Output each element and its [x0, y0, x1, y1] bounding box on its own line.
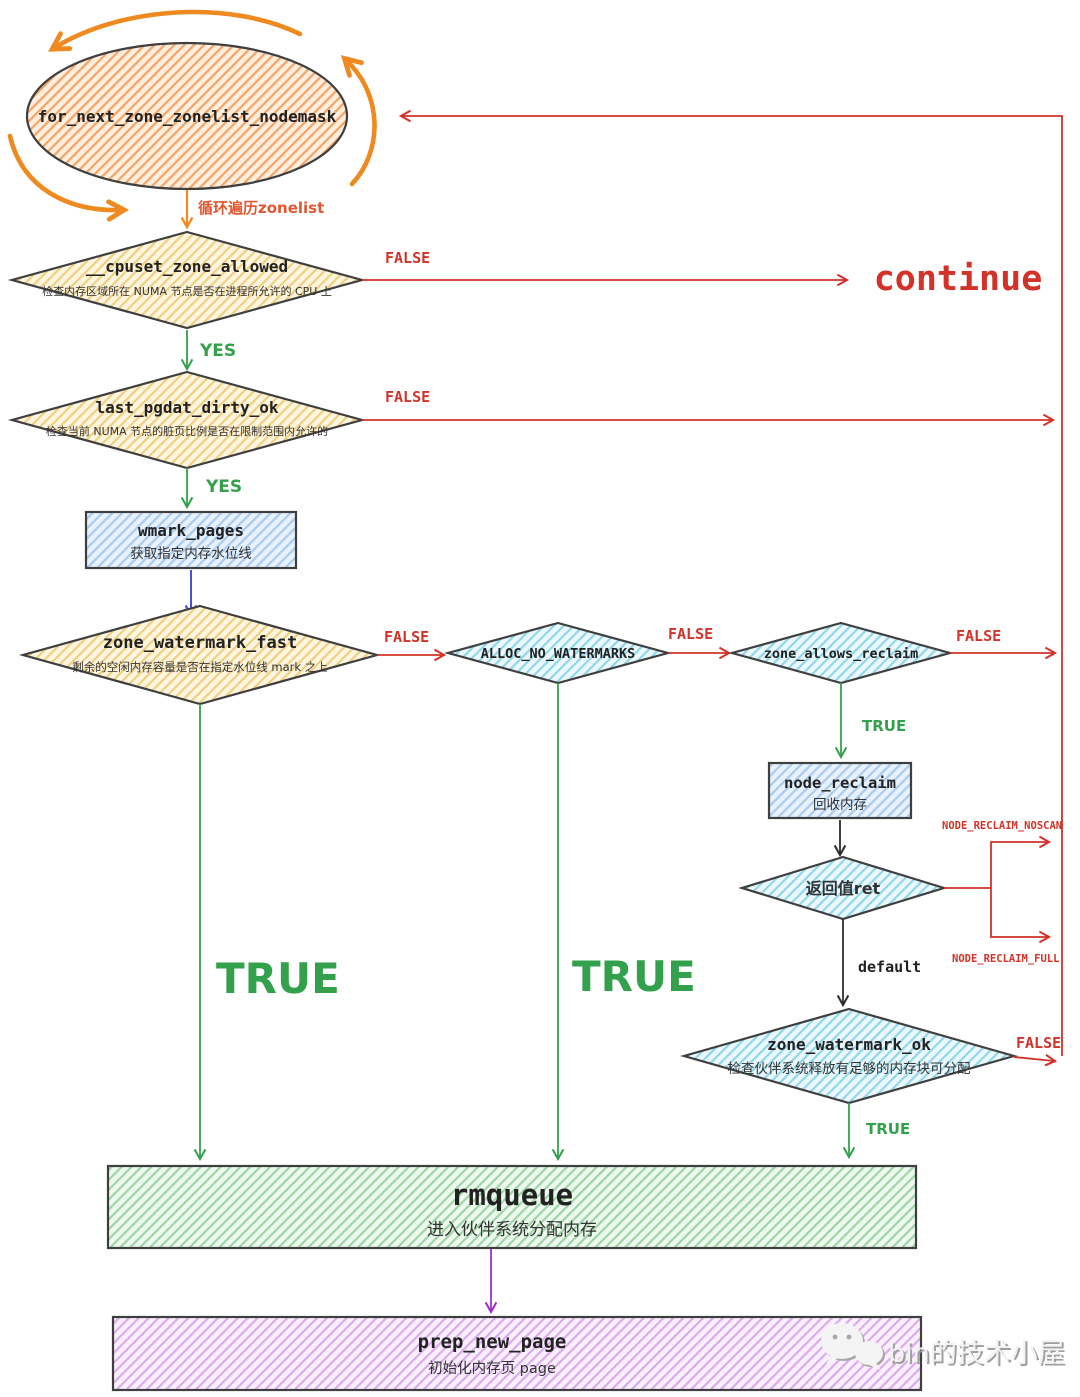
zone-allows-reclaim-title: zone_allows_reclaim	[764, 646, 918, 662]
last-pgdat-title: last_pgdat_dirty_ok	[95, 398, 278, 417]
loop-ellipse-label: for_next_zone_zonelist_nodemask	[38, 107, 337, 126]
watermark-text-shadow: bin的技术小屋	[890, 1340, 1067, 1371]
last-pgdat-diamond	[7, 370, 367, 470]
node-wmark-pages: wmark_pages 获取指定内存水位线	[84, 510, 298, 570]
prep-new-page-title: prep_new_page	[418, 1331, 567, 1353]
rmqueue-title: rmqueue	[451, 1178, 573, 1212]
zone-watermark-ok-diamond	[679, 1007, 1019, 1105]
node-node-reclaim: node_reclaim 回收内存	[767, 761, 913, 820]
node-last-pgdat-dirty-ok: last_pgdat_dirty_ok 检查当前 NUMA 节点的脏页比例是否在…	[7, 370, 367, 470]
node-reclaim-subtitle: 回收内存	[813, 797, 867, 813]
wechat-icon	[821, 1323, 885, 1370]
continue-label: continue	[874, 259, 1043, 299]
node-prep-new-page: prep_new_page 初始化内存页 page	[111, 1315, 923, 1392]
cpuset-diamond	[7, 230, 367, 330]
prep-new-page-subtitle: 初始化内存页 page	[428, 1360, 556, 1377]
zone-watermark-fast-subtitle: 剩余的空闲内存容量是否在指定水位线 mark 之上	[72, 660, 327, 674]
wmark-pages-title: wmark_pages	[138, 521, 244, 540]
zone-allows-reclaim-false-label: FALSE	[956, 627, 1001, 645]
node-reclaim-title: node_reclaim	[784, 774, 896, 792]
node-alloc-no-watermarks: ALLOC_NO_WATERMARKS	[443, 621, 673, 685]
zone-watermark-fast-title: zone_watermark_fast	[103, 633, 297, 653]
alloc-true-label: TRUE	[572, 952, 696, 1001]
wmark-pages-subtitle: 获取指定内存水位线	[130, 546, 252, 562]
last-pgdat-subtitle: 检查当前 NUMA 节点的脏页比例是否在限制范围内允许的	[46, 424, 328, 438]
zone-watermark-ok-title: zone_watermark_ok	[767, 1035, 931, 1054]
cpuset-false-label: FALSE	[385, 249, 430, 267]
zone-watermark-ok-true-label: TRUE	[866, 1120, 910, 1138]
last-pgdat-false-label: FALSE	[385, 388, 430, 406]
node-rmqueue: rmqueue 进入伙伴系统分配内存	[106, 1164, 918, 1250]
watermark-text: bin的技术小屋	[888, 1338, 1065, 1369]
edge-return-to-loop	[398, 109, 1063, 1056]
zone-allows-reclaim-true-label: TRUE	[862, 717, 906, 735]
zone-watermark-ok-subtitle: 检查伙伴系统释放有足够的内存块可分配	[728, 1061, 971, 1077]
ret-default-label: default	[858, 958, 921, 976]
last-pgdat-yes-label: YES	[205, 477, 242, 497]
watermark-fast-true-label: TRUE	[216, 954, 340, 1003]
prep-new-page-box	[111, 1315, 923, 1392]
node-ret-value: 返回值ret	[738, 855, 948, 921]
loop-ellipse	[25, 41, 349, 191]
node-reclaim-box	[767, 761, 913, 820]
watermark-fast-false-label: FALSE	[384, 628, 429, 646]
zone-watermark-fast-diamond	[18, 604, 382, 706]
zone-watermark-ok-false-label: FALSE	[1016, 1034, 1061, 1052]
cpuset-yes-label: YES	[199, 341, 236, 361]
ret-full-label: NODE_RECLAIM_FULL	[952, 953, 1059, 965]
ret-title: 返回值ret	[806, 879, 881, 898]
rmqueue-box	[106, 1164, 918, 1250]
alloc-no-watermarks-title: ALLOC_NO_WATERMARKS	[481, 646, 635, 662]
wmark-pages-box	[84, 510, 298, 570]
cpuset-subtitle: 检查内存区域所在 NUMA 节点是否在进程所允许的 CPU 上	[42, 284, 332, 298]
node-zone-watermark-fast: zone_watermark_fast 剩余的空闲内存容量是否在指定水位线 ma…	[18, 604, 382, 706]
watermark: bin的技术小屋 bin的技术小屋	[821, 1323, 1067, 1371]
loop-arc-top-icon	[48, 9, 303, 52]
ret-noscan-label: NODE_RECLAIM_NOSCAN	[942, 820, 1062, 832]
node-for-next-zone-zonelist-nodemask: for_next_zone_zonelist_nodemask	[25, 41, 349, 191]
edge-ret-full	[990, 888, 1052, 944]
loop-arc-right-icon	[340, 55, 377, 187]
node-zone-allows-reclaim: zone_allows_reclaim	[727, 621, 955, 685]
rmqueue-subtitle: 进入伙伴系统分配内存	[427, 1220, 597, 1240]
edge-zone-watermark-ok-false	[1013, 1053, 1058, 1067]
node-cpuset-zone-allowed: __cpuset_zone_allowed 检查内存区域所在 NUMA 节点是否…	[7, 230, 367, 330]
loop-arc-bottom-icon	[7, 133, 130, 222]
cpuset-title: __cpuset_zone_allowed	[86, 257, 288, 276]
alloc-false-label: FALSE	[668, 625, 713, 643]
node-zone-watermark-ok: zone_watermark_ok 检查伙伴系统释放有足够的内存块可分配	[679, 1007, 1019, 1105]
edge-ret-noscan	[990, 835, 1052, 888]
edge-loop-label: 循环遍历zonelist	[198, 199, 324, 217]
